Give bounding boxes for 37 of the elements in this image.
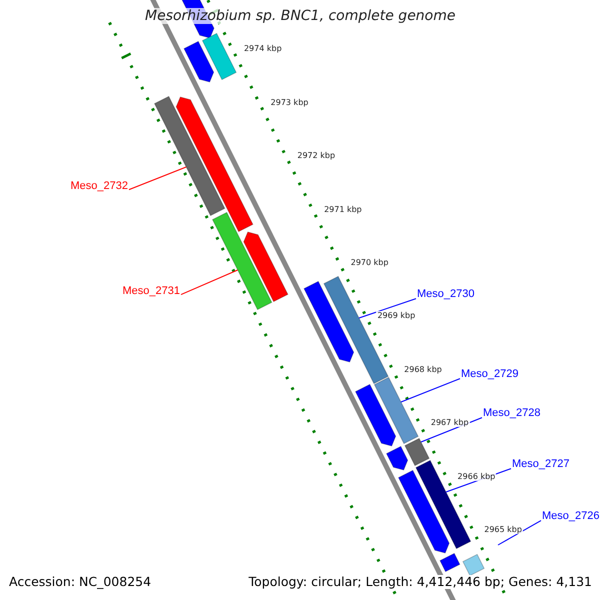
gene-label: Meso_2727 xyxy=(512,458,570,471)
scale-label: 2970 kbp xyxy=(350,258,390,268)
leader-line xyxy=(180,270,238,296)
scale-label: 2972 kbp xyxy=(296,151,336,160)
gene-feature xyxy=(154,96,226,216)
scale-label: 2968 kbp xyxy=(403,364,443,374)
gene-feature xyxy=(183,40,214,82)
gene-feature xyxy=(243,232,288,302)
gene-feature xyxy=(176,96,254,232)
gene-feature xyxy=(404,438,430,466)
gene-label: Meso_2726 xyxy=(542,510,600,523)
scale-label: 2966 kbp xyxy=(456,472,496,481)
gene-feature xyxy=(202,32,237,80)
leader-line xyxy=(400,378,460,402)
genome-summary-text: Topology: circular; Length: 4,412,446 bp; Genes: 4,131 xyxy=(248,575,592,590)
scale-label: 2965 kbp xyxy=(483,524,523,534)
gene-feature xyxy=(386,446,408,470)
gene-feature xyxy=(212,212,272,310)
scale-label: 2969 kbp xyxy=(376,311,416,321)
leader-line xyxy=(358,298,416,318)
gene-feature xyxy=(439,552,460,572)
scale-label: 2967 kbp xyxy=(430,418,470,428)
gene-label: Meso_2728 xyxy=(483,407,540,420)
gene-feature xyxy=(398,470,450,554)
gene-feature xyxy=(374,376,419,444)
leader-line xyxy=(128,166,187,190)
gene-feature xyxy=(303,280,354,362)
leader-line xyxy=(498,520,542,546)
gene-label: Meso_2730 xyxy=(417,288,474,301)
gene-label: Meso_2731 xyxy=(122,285,180,298)
scale-label: 2974 kbp xyxy=(242,44,283,54)
scale-label: 2971 kbp xyxy=(323,204,363,214)
accession-text: Accession: NC_008254 xyxy=(9,575,152,590)
gene-label: Meso_2729 xyxy=(461,368,518,381)
scale-label: 2973 kbp xyxy=(270,98,310,107)
gene-label: Meso_2732 xyxy=(70,180,128,193)
gene-feature xyxy=(354,384,396,446)
